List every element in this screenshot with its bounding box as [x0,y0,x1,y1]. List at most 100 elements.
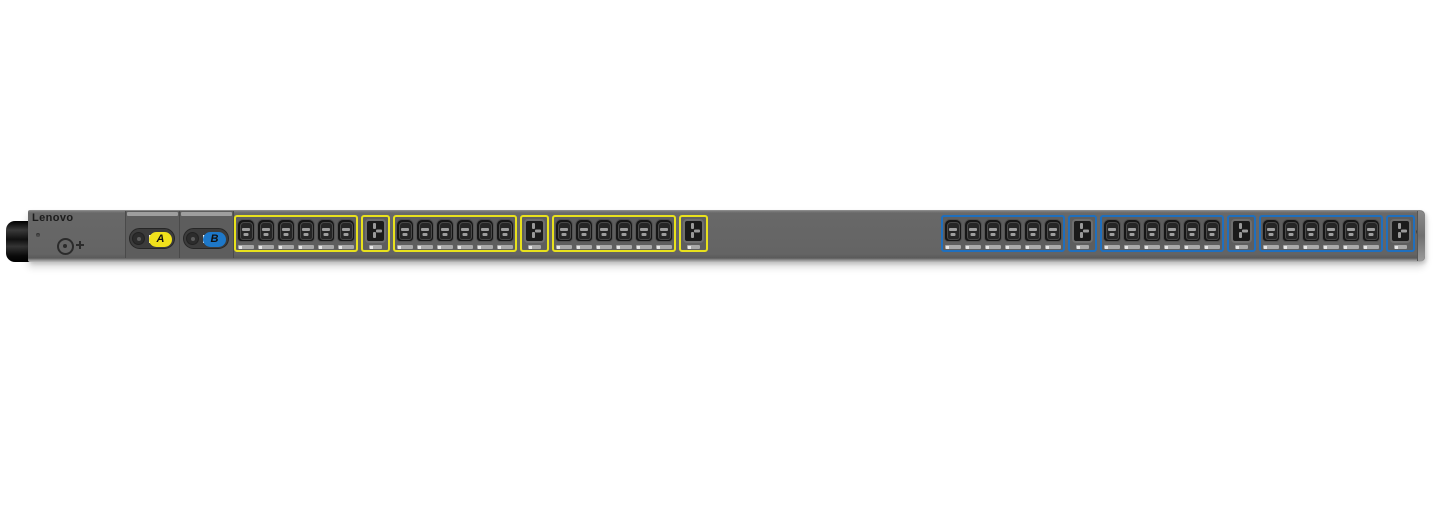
c19-outlet-box-bank-a [520,215,549,252]
c13-outlet-face [1284,221,1298,240]
outlet-label-strip [369,245,382,249]
breaker-button-icon [132,232,145,245]
c13-outlet [476,219,494,242]
breaker-button-icon [186,232,199,245]
c13-outlet-face [1145,221,1159,240]
outlet-label-strip [338,245,354,249]
c13-outlet [1183,219,1201,242]
c13-outlet-group-bank-b [941,215,1065,252]
breaker-switch-a: A [129,228,175,249]
c13-outlet [456,219,474,242]
c13-outlet-face [1324,221,1338,240]
c13-outlet-face [498,221,512,240]
c13-outlet [984,219,1002,242]
ground-icon [57,237,84,255]
outlet-label-strip [965,245,981,249]
c13-outlet-face [299,221,313,240]
outlet-label-strip [1076,245,1089,249]
outlet-label-strip [1343,245,1359,249]
c19-outlet-box-bank-b [1386,215,1415,252]
c13-outlet-face [657,221,671,240]
c13-outlet-face [577,221,591,240]
outlet-label-strip [1303,245,1319,249]
c13-outlet-face [1006,221,1020,240]
c13-outlet [615,219,633,242]
outlet-label-strip [1263,245,1279,249]
c13-outlet [964,219,982,242]
outlet-label-strip [1235,245,1248,249]
c19-outlet-box-bank-b [1227,215,1256,252]
outlet-label-strip [318,245,334,249]
c19-outlet [1390,218,1411,243]
outlet-label-strip [278,245,294,249]
c13-outlet [297,219,315,242]
c13-outlet-face [398,221,412,240]
c19-outlet [1231,218,1252,243]
outlet-label-strip [528,245,541,249]
c13-outlet-face [319,221,333,240]
c13-outlet [496,219,514,242]
c13-outlet-group-bank-b [1100,215,1224,252]
outlet-label-strip [258,245,274,249]
outlet-label-strip [1184,245,1200,249]
c13-outlet-face [1344,221,1358,240]
c13-outlet [655,219,673,242]
outlet-label-strip [238,245,254,249]
outlet-label-strip [1144,245,1160,249]
outlet-label-strip [417,245,433,249]
c13-outlet [1044,219,1062,242]
breaker-panel-b: B [179,211,234,258]
ground-plus [76,241,84,249]
c13-outlet-face [637,221,651,240]
outlet-label-strip [497,245,513,249]
outlet-label-strip [596,245,612,249]
c13-outlet [396,219,414,242]
outlet-label-strip [556,245,572,249]
c19-outlet [1072,218,1093,243]
c19-outlet-box-bank-b [1068,215,1097,252]
c13-outlet [944,219,962,242]
ground-ring [57,238,74,255]
c13-outlet-face [1105,221,1119,240]
breaker-switch-b: B [183,228,229,249]
c13-outlet-face [1046,221,1060,240]
c13-outlet [237,219,255,242]
c13-outlet-face [1165,221,1179,240]
c19-outlet-box-bank-a [361,215,390,252]
c19-outlet [365,218,386,243]
outlet-label-strip [985,245,1001,249]
c13-outlet-group-bank-a [234,215,358,252]
outlet-label-strip [576,245,592,249]
c19-outlet [524,218,545,243]
breaker-hinge [127,212,178,216]
outlet-label-strip [298,245,314,249]
outlet-label-strip [1323,245,1339,249]
c13-outlet [1322,219,1340,242]
outlet-label-strip [457,245,473,249]
c13-outlet [1103,219,1121,242]
breaker-panel-a: A [125,211,180,258]
chassis-end-cap [1417,211,1425,261]
pdu-chassis: Lenovo A B [28,210,1425,262]
outlet-label-strip [656,245,672,249]
c13-outlet-face [1264,221,1278,240]
c19-outlet [683,218,704,243]
outlet-label-strip [437,245,453,249]
c13-outlet-face [418,221,432,240]
c13-outlet-group-bank-a [393,215,517,252]
c13-outlet-group-bank-b [1259,215,1383,252]
c19-outlet-box-bank-a [679,215,708,252]
c13-outlet [595,219,613,242]
outlet-label-strip [1124,245,1140,249]
c13-outlet-face [617,221,631,240]
ground-dot [62,243,67,248]
lenovo-logo: Lenovo [32,212,74,224]
c13-outlet [1362,219,1380,242]
c13-outlet [555,219,573,242]
outlet-label-strip [477,245,493,249]
outlet-label-strip [1025,245,1041,249]
outlet-label-strip [1204,245,1220,249]
c13-outlet [1342,219,1360,242]
outlet-label-strip [616,245,632,249]
